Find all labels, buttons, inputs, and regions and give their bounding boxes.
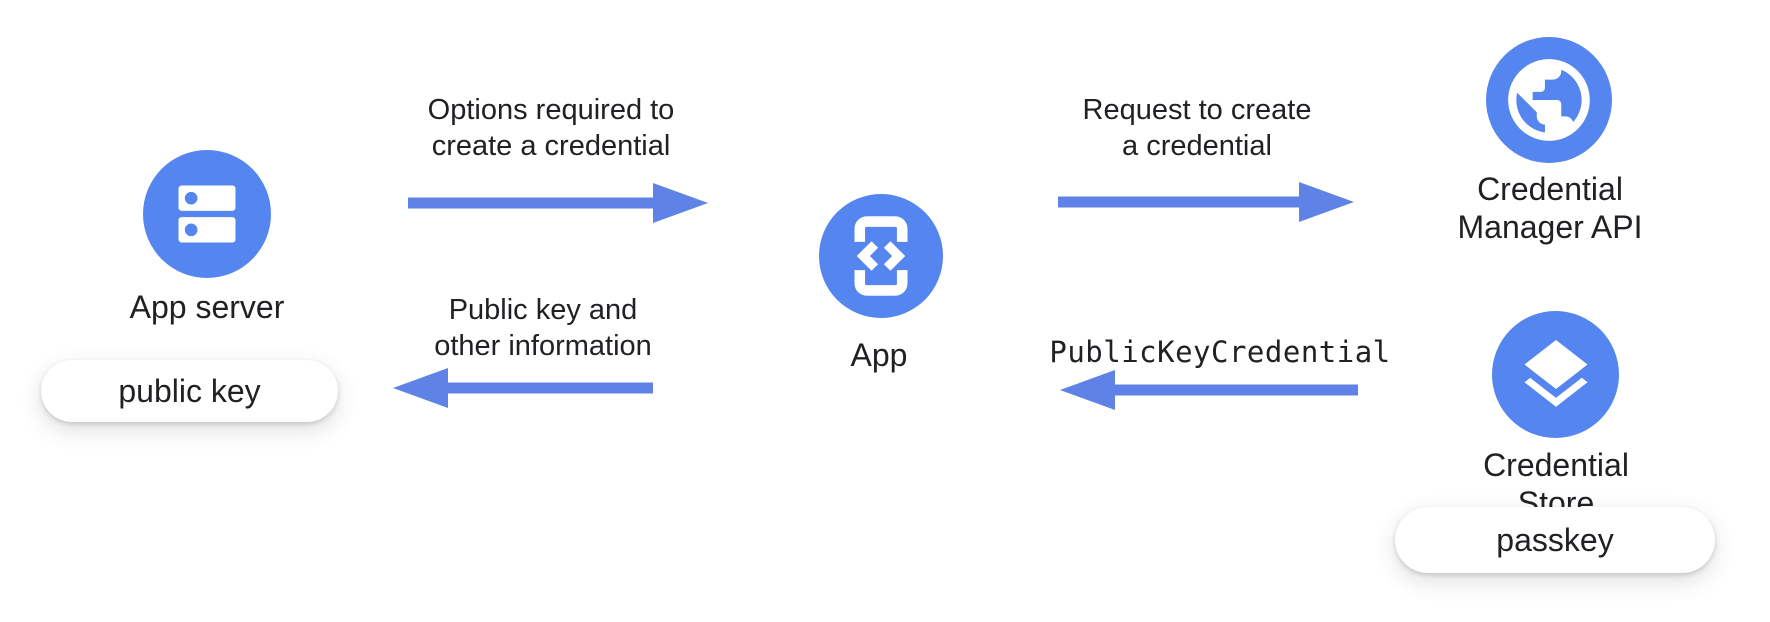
globe-icon [1508, 59, 1590, 141]
node-credential-manager-api [1486, 37, 1612, 163]
node-label-app: App [850, 337, 908, 373]
layers-icon [1524, 339, 1587, 407]
flow-label-public-key-info: Public key and other information [434, 294, 652, 362]
arrow-right-options-icon [408, 183, 708, 223]
node-label-credential-manager-api: Credential Manager API [1457, 171, 1643, 245]
flow-label-options: Options required to create a credential [427, 94, 675, 162]
passkey-pill-label: passkey [1496, 521, 1614, 558]
public-key-pill: public key [41, 360, 338, 422]
node-app-server [143, 150, 271, 278]
public-key-pill-label: public key [118, 372, 261, 409]
arrow-left-public-key-info-icon [393, 368, 653, 408]
server-icon [178, 185, 236, 243]
arrow-left-publickeycredential-icon [1060, 370, 1358, 410]
flow-label-publickeycredential: PublicKeyCredential [1049, 335, 1391, 369]
passkey-pill: passkey [1395, 507, 1715, 573]
node-label-credential-store: Credential Store [1483, 447, 1629, 521]
node-credential-store [1492, 311, 1619, 438]
phone-code-icon [854, 216, 908, 296]
node-app [819, 194, 943, 318]
node-label-app-server: App server [129, 289, 285, 325]
arrow-right-request-icon [1058, 182, 1354, 222]
flow-label-request: Request to create a credential [1082, 94, 1312, 162]
